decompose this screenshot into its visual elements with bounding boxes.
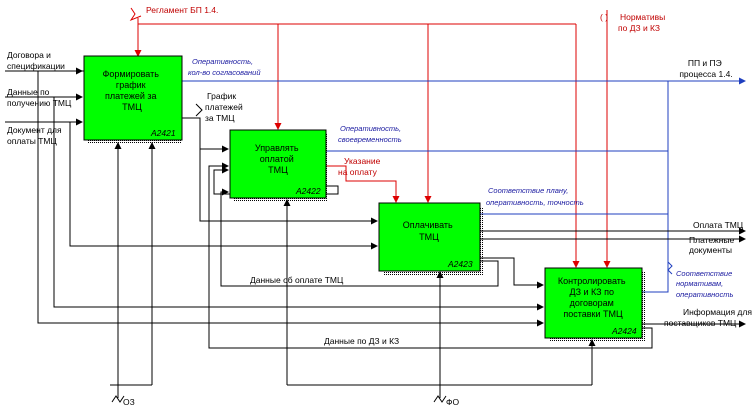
- box-a2423[interactable]: Оплачивать ТМЦ A2423: [378, 202, 483, 275]
- oz-tunnel: [111, 395, 125, 403]
- arrow-dannye-dz: [208, 162, 653, 349]
- label-blue-b4: Соответствие нормативам, оперативность: [676, 269, 734, 299]
- label-normativy: Нормативы по ДЗ и КЗ: [618, 12, 668, 33]
- box-a2423-code: A2423: [447, 259, 473, 269]
- label-dannye-dz: Данные по ДЗ и КЗ: [324, 336, 399, 346]
- blue-squiggle: [667, 261, 673, 275]
- reglament-tunnel: [129, 7, 142, 22]
- label-platezhnye: Платежные документы: [689, 235, 737, 255]
- label-blue-b3: Соответствие плану, оперативность, точно…: [486, 186, 584, 207]
- label-ukazanie: Указание на оплату: [338, 156, 383, 177]
- fo-tunnel: [433, 395, 447, 403]
- box-a2422[interactable]: Управлять оплатой ТМЦ A2422: [229, 129, 328, 202]
- box-a2424-title: Контролировать ДЗ и КЗ по договорам пост…: [558, 276, 628, 319]
- arrow-dokumenty-branch: [69, 122, 378, 250]
- box-a2422-title: Управлять оплатой ТМЦ: [255, 143, 301, 175]
- label-oplata-tmc: Оплата ТМЦ: [693, 220, 744, 230]
- label-pp-pe: ПП и ПЭ процесса 1.4.: [679, 58, 732, 79]
- label-dannye-postupl: Данные по получению ТМЦ: [7, 87, 72, 108]
- label-blue-b2: Оперативность, своевременность: [338, 124, 403, 144]
- label-fo: ФО: [446, 397, 459, 407]
- box-a2421-title: Формировать график платежей за ТМЦ: [103, 69, 162, 112]
- label-dokumenty: Документ для оплаты ТМЦ: [7, 125, 64, 146]
- box-a2424[interactable]: Контролировать ДЗ и КЗ по договорам пост…: [544, 267, 645, 342]
- arrow-a2423-to-a2424: [480, 257, 544, 289]
- box-a2424-code: A2424: [611, 326, 637, 336]
- arrow-grafik-to-a2422: [182, 117, 229, 153]
- arrow-blue-from-a2424: [642, 214, 669, 293]
- label-dannye-oplate: Данные об оплате ТМЦ: [250, 275, 344, 285]
- black-arrows: [5, 67, 746, 403]
- label-grafik: График платежей за ТМЦ: [205, 91, 245, 123]
- label-normativy-mark: ( ): [600, 12, 608, 22]
- label-info-post: Информация для поставщиков ТМЦ: [664, 307, 754, 328]
- arrow-ukazanie: [326, 165, 400, 203]
- box-a2421[interactable]: Формировать график платежей за ТМЦ A2421: [83, 55, 183, 143]
- arrow-dannye-oplate: [220, 188, 499, 287]
- label-dogovora: Договора и спецификации: [7, 50, 65, 71]
- label-reglament: Регламент БП 1.4.: [146, 5, 218, 15]
- box-a2422-code: A2422: [295, 186, 321, 196]
- label-oz: ОЗ: [123, 397, 135, 407]
- label-blue-b1: Оперативность, кол-во согласований: [188, 57, 261, 77]
- box-a2421-code: A2421: [150, 128, 176, 138]
- arrow-dogovora-branch: [37, 71, 544, 327]
- blue-arrows: [182, 77, 746, 293]
- grafik-tunnel: [195, 103, 203, 117]
- arrow-grafik-to-a2423: [199, 149, 378, 225]
- control-arrows: [134, 10, 611, 268]
- box-a2423-title: Оплачивать ТМЦ: [403, 220, 455, 242]
- arrow-dannye-branch: [53, 97, 544, 311]
